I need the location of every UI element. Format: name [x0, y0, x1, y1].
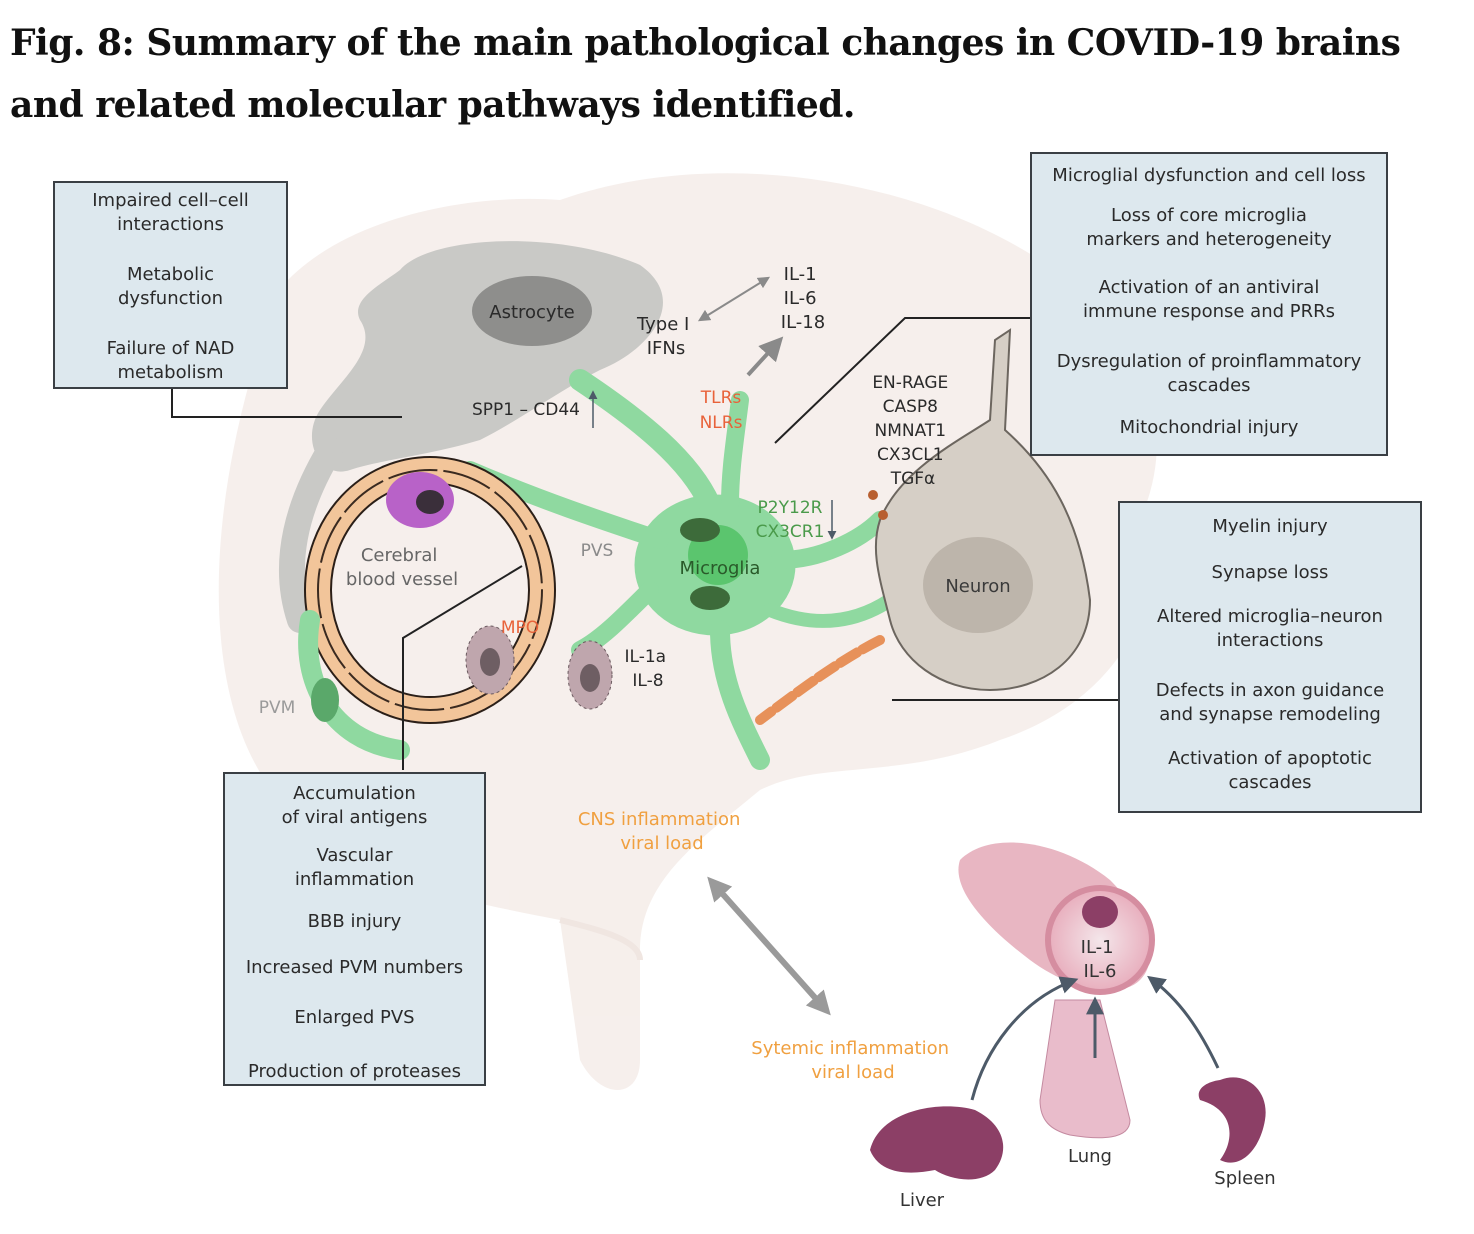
tlr-arrow — [746, 336, 784, 377]
immune-cells — [465, 625, 613, 710]
p2y12r-label: P2Y12R — [758, 498, 823, 518]
box-item: Production of proteases — [248, 1061, 461, 1082]
nlrs-label: NLRs — [700, 413, 743, 433]
microglia-cell — [461, 369, 897, 770]
vessel-label-line2: blood vessel — [346, 569, 458, 590]
spp1-cd44-label: SPP1 – CD44 — [472, 400, 580, 420]
cx3cr1-label: CX3CR1 — [756, 522, 825, 542]
box-item: Dysregulation of proinflammatory cascade… — [1056, 351, 1362, 396]
cerebral-blood-vessel: Cerebral blood vessel — [298, 456, 556, 760]
type1-ifns-line1: Type I — [636, 314, 689, 335]
microglia-label: Microglia — [680, 558, 761, 579]
cns-systemic-double-arrow — [707, 876, 831, 1016]
peripheral-vessel: IL-1 IL-6 — [958, 842, 1155, 995]
svg-text:Type I IFNs: Type I IFNs — [636, 314, 695, 359]
box-item: Myelin injury — [1212, 516, 1328, 537]
cytokine-top-1: IL-1 — [784, 264, 817, 285]
liver-label: Liver — [900, 1190, 945, 1211]
figure-title: Fig. 8: Summary of the main pathological… — [10, 22, 1401, 126]
pvs-label: PVS — [581, 541, 614, 561]
svg-text:Sytemic inflammation viral: Sytemic inflammation viral load — [751, 1038, 954, 1083]
spleen-label: Spleen — [1214, 1168, 1275, 1189]
box-item: Synapse loss — [1211, 562, 1329, 583]
box-item: Activation of apoptotic cascades — [1168, 748, 1372, 793]
vessel-cytokine-1: IL-1 — [1081, 937, 1114, 958]
liver-icon — [870, 1106, 1004, 1180]
ifn-cytokine-double-arrow — [697, 276, 771, 322]
cytokine-top-2: IL-6 — [784, 288, 817, 309]
box-item: Metabolic dysfunction — [118, 264, 223, 309]
box-item: Vascular inflammation — [294, 845, 415, 890]
mpo-label: MPO — [501, 618, 539, 638]
box-item: Activation of an antiviral immune respon… — [1083, 277, 1335, 322]
lung-icon — [1039, 999, 1131, 1139]
astrocyte-cell: Astrocyte — [278, 241, 663, 633]
neuron-cell: Neuron — [755, 328, 1092, 725]
neuron-marker-1: EN-RAGE — [872, 373, 948, 393]
cytokine-mid-1: IL-1a — [625, 647, 667, 667]
spleen-icon — [1198, 1077, 1266, 1163]
box-heading: Microglial dysfunction and cell loss — [1052, 165, 1366, 186]
box-microglial-dysfunction: Microglial dysfunction and cell loss Los… — [1030, 152, 1388, 456]
box-item: Accumulation of viral antigens — [281, 783, 428, 828]
box-metabolic: Impaired cell–cell interactions Metaboli… — [53, 181, 288, 389]
svg-text:IL-1 IL-6 IL-18: IL-1 IL-6 IL-18 — [781, 264, 825, 333]
svg-text:EN-RAGE CASP8 NMNAT1: EN-RAGE CASP8 NMNAT1 CX3CL1 TGFα — [872, 373, 953, 489]
cytokine-top-3: IL-18 — [781, 312, 825, 333]
box-vascular-changes: Accumulation of viral antigens Vascular … — [223, 772, 486, 1086]
svg-text:CNS inflammation viral loa: CNS inflammation viral load — [578, 809, 746, 854]
box-item: Loss of core microglia markers and heter… — [1086, 205, 1332, 250]
box-item: BBB injury — [307, 911, 402, 932]
box-item: Altered microglia–neuron interactions — [1157, 606, 1383, 651]
neuron-marker-2: CASP8 — [883, 397, 938, 417]
vessel-cytokine-2: IL-6 — [1084, 961, 1117, 982]
cns-inflammation-line2: viral load — [620, 833, 703, 854]
cns-inflammation-line1: CNS inflammation — [578, 809, 741, 830]
neuron-label: Neuron — [945, 576, 1010, 597]
vessel-label-line1: Cerebral — [361, 545, 438, 566]
lung-label: Lung — [1068, 1146, 1112, 1167]
box-item: Impaired cell–cell interactions — [92, 190, 249, 235]
box-item: Enlarged PVS — [294, 1007, 415, 1028]
organs: Liver Lung Spleen — [870, 975, 1276, 1211]
box-item: Increased PVM numbers — [245, 957, 464, 978]
svg-text:Cerebral blood vessel: Cerebral blood vessel — [346, 545, 458, 590]
svg-text:IL-1 IL-6: IL-1 IL-6 — [1081, 937, 1120, 982]
pvm-label: PVM — [259, 698, 296, 718]
box-neuronal-changes: Myelin injury Synapse loss Altered micro… — [1118, 501, 1422, 813]
svg-text:IL-1a IL-8: IL-1a IL-8 — [625, 647, 672, 691]
systemic-inflammation-line1: Sytemic inflammation — [751, 1038, 949, 1059]
tlrs-label: TLRs — [700, 388, 742, 408]
neuron-marker-4: CX3CL1 — [877, 445, 944, 465]
box-item: Defects in axon guidance and synapse rem… — [1155, 680, 1385, 725]
neuron-marker-5: TGFα — [890, 469, 936, 489]
connector-lines — [171, 317, 1118, 770]
type1-ifns-line2: IFNs — [647, 338, 686, 359]
box-item: Mitochondrial injury — [1119, 417, 1299, 438]
cytokine-mid-2: IL-8 — [632, 671, 663, 691]
astrocyte-label: Astrocyte — [489, 302, 574, 323]
box-item: Failure of NAD metabolism — [106, 338, 235, 383]
neuron-marker-3: NMNAT1 — [874, 421, 946, 441]
systemic-inflammation-line2: viral load — [811, 1062, 894, 1083]
